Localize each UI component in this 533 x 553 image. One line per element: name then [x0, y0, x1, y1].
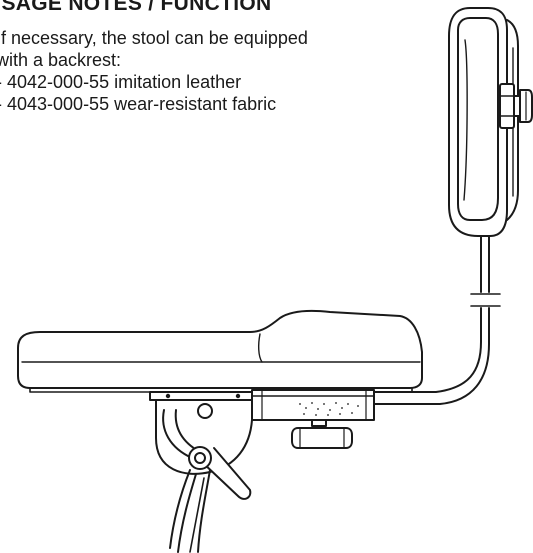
backrest-cushion [448, 7, 508, 237]
seat-cushion [17, 309, 423, 393]
backrest-support-bar [371, 235, 501, 405]
option-wear-resistant-fabric: - 4043-000-55 wear-resistant fabric [0, 94, 277, 114]
option-imitation-leather: - 4042-000-55 imitation leather [0, 72, 242, 92]
intro-line-2: with a backrest: [0, 50, 122, 70]
stool-legs [169, 469, 211, 553]
intro-line-1: If necessary, the stool can be equipped [0, 28, 308, 48]
backrest-knob [513, 89, 533, 123]
rear-housing [251, 389, 375, 421]
seat-knob [291, 419, 353, 449]
tilt-lever [162, 409, 252, 500]
usage-notes-text: If necessary, the stool can be equipped … [0, 27, 308, 115]
section-heading: USAGE NOTES / FUNCTION [0, 0, 272, 15]
